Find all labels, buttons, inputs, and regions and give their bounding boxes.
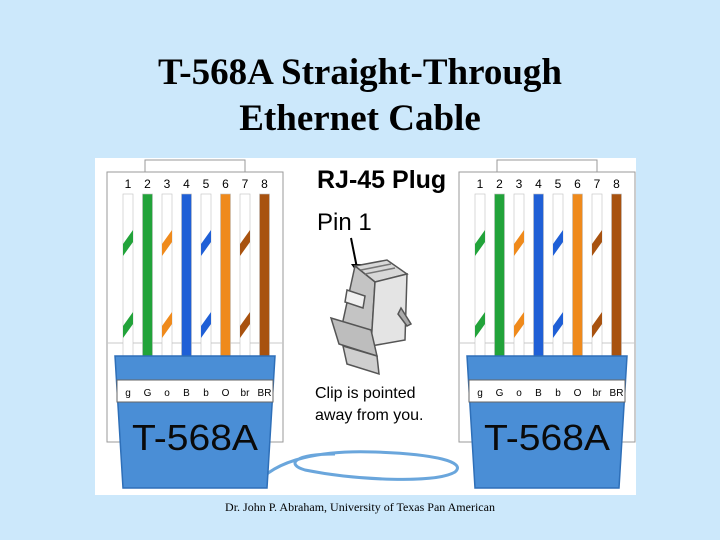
left-wire-stripe — [123, 230, 133, 256]
left-connector: 1g2G3o4B5b6O7br8BRgGoBbObrBRT-568A — [106, 159, 284, 489]
left-wire-code: G — [144, 388, 152, 399]
right-wire-code: b — [555, 388, 561, 399]
left-wire-code: br — [241, 388, 251, 399]
right-wire-stripe — [592, 230, 602, 256]
right-wire-code: G — [496, 388, 504, 399]
left-wire-BR — [259, 193, 270, 357]
right-wire-stripe — [514, 312, 524, 338]
right-code-strip — [468, 379, 626, 403]
right-pin-number: 2 — [496, 177, 503, 191]
left-wire-code: B — [183, 388, 190, 399]
right-wire-code: B — [535, 388, 542, 399]
left-wire-stripe — [240, 312, 250, 338]
rj45-plug-drawing — [329, 259, 413, 376]
pin1-label: Pin 1 — [317, 209, 372, 236]
right-wire-O — [572, 193, 583, 357]
clip-note-line-2: away from you. — [315, 407, 423, 424]
left-code-strip — [116, 379, 274, 403]
right-pin-number: 8 — [613, 177, 620, 191]
left-pin-number: 5 — [203, 177, 210, 191]
right-pin-number: 1 — [477, 177, 484, 191]
right-connector: 1g2G3o4B5b6O7br8BRgGoBbObrBRT-568A — [458, 159, 636, 489]
right-wire-stripe — [592, 312, 602, 338]
cable-loop — [253, 450, 459, 487]
right-pin-number: 4 — [535, 177, 542, 191]
right-wire-code: BR — [610, 388, 624, 399]
left-connector-tab — [144, 159, 246, 173]
cable-diagram: RJ-45 Plug Pin 1 Clip is pointed away fr… — [95, 158, 636, 495]
left-wire-stripe — [201, 312, 211, 338]
left-standard-label: T-568A — [132, 417, 258, 458]
right-wire-G — [494, 193, 505, 357]
right-wire-stripe — [553, 312, 563, 338]
left-pin-number: 1 — [125, 177, 132, 191]
left-wire-stripe — [162, 230, 172, 256]
right-pin-number: 5 — [555, 177, 562, 191]
left-wire-stripe — [123, 312, 133, 338]
right-pin-number: 6 — [574, 177, 581, 191]
right-pin-number: 3 — [516, 177, 523, 191]
right-wire-stripe — [514, 230, 524, 256]
left-wire-stripe — [162, 312, 172, 338]
left-pin-number: 7 — [242, 177, 249, 191]
left-wire-O — [220, 193, 231, 357]
left-wire-code: o — [164, 388, 170, 399]
clip-note-line-1: Clip is pointed — [315, 385, 416, 402]
right-pin-number: 7 — [594, 177, 601, 191]
plug-heading: RJ-45 Plug — [317, 166, 446, 194]
right-wire-code: br — [593, 388, 603, 399]
right-wire-code: o — [516, 388, 522, 399]
footer-credit: Dr. John P. Abraham, University of Texas… — [225, 500, 495, 514]
left-pin-number: 8 — [261, 177, 268, 191]
left-wire-code: b — [203, 388, 209, 399]
left-wire-stripe — [240, 230, 250, 256]
right-wire-code: O — [574, 388, 582, 399]
left-pin-number: 3 — [164, 177, 171, 191]
right-connector-tab — [496, 159, 598, 173]
slide-title: T-568A Straight-Through Ethernet Cable — [0, 50, 720, 142]
title-line-1: T-568A Straight-Through — [157, 52, 563, 93]
left-pin-number: 2 — [144, 177, 151, 191]
pin1-arrow — [350, 237, 358, 269]
left-pin-number: 4 — [183, 177, 190, 191]
right-wire-BR — [611, 193, 622, 357]
left-wire-B — [181, 193, 192, 357]
right-wire-code: g — [477, 388, 483, 399]
left-wire-stripe — [201, 230, 211, 256]
left-pin-number: 6 — [222, 177, 229, 191]
right-wire-stripe — [553, 230, 563, 256]
cable-diagram-svg: RJ-45 Plug Pin 1 Clip is pointed away fr… — [106, 159, 636, 489]
right-wire-stripe — [475, 312, 485, 338]
left-wire-code: BR — [258, 388, 272, 399]
left-wire-code: g — [125, 388, 131, 399]
left-wire-G — [142, 193, 153, 357]
right-wire-stripe — [475, 230, 485, 256]
right-standard-label: T-568A — [484, 417, 610, 458]
right-wire-B — [533, 193, 544, 357]
left-wire-code: O — [222, 388, 230, 399]
title-line-2: Ethernet Cable — [239, 98, 481, 139]
